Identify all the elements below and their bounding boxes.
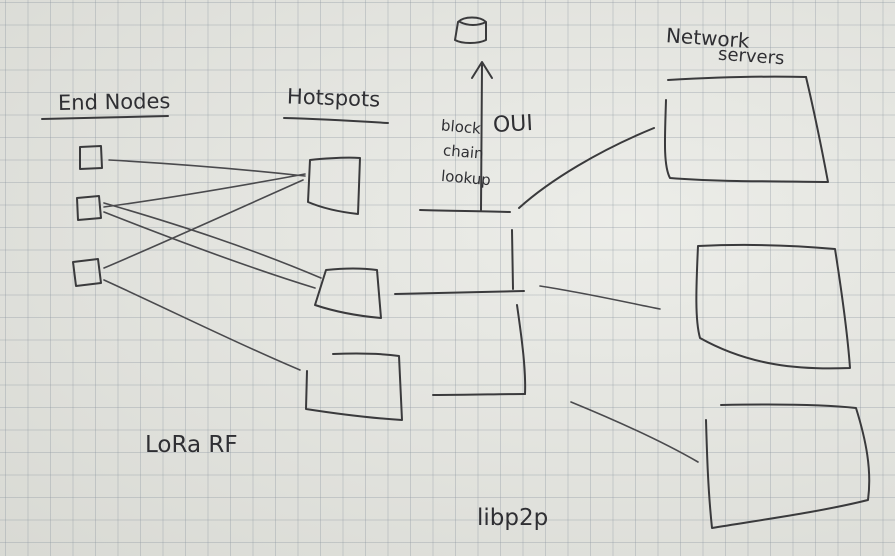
blockchain-lookup-label-line1: block <box>440 116 482 138</box>
rf-link-1 <box>108 159 306 177</box>
hub-vertical-upper <box>511 229 514 290</box>
lookup-baseline <box>419 209 511 213</box>
hub-to-server-2 <box>539 285 661 310</box>
end-nodes-label: End Nodes <box>57 89 171 115</box>
hub-to-hotspot-3 <box>432 393 526 396</box>
end-nodes-underline <box>41 115 169 120</box>
rf-link-6 <box>103 279 301 371</box>
blockchain-lookup-label-line3: lookup <box>440 166 492 190</box>
hub-to-oui-diagonal <box>518 127 655 209</box>
end-node-box-3 <box>72 258 102 287</box>
hub-vertical-lower <box>516 304 527 395</box>
hotspots-label: Hotspots <box>286 84 381 112</box>
hotspot-box-2 <box>314 267 382 319</box>
end-node-box-1 <box>79 145 103 170</box>
hub-to-server-3 <box>570 401 699 463</box>
rf-link-3 <box>103 202 322 279</box>
network-server-box-3 <box>705 403 871 529</box>
rf-link-5 <box>103 179 304 269</box>
hotspot-box-1 <box>307 156 361 215</box>
end-node-box-2 <box>76 195 102 221</box>
lookup-arrowhead <box>471 61 493 79</box>
network-server-box-2 <box>695 244 851 370</box>
hotspot-box-3 <box>305 352 403 421</box>
blockchain-database-icon <box>454 16 487 44</box>
hotspots-underline <box>283 117 389 124</box>
blockchain-lookup-label-line2: chain <box>442 141 485 163</box>
rf-link-2 <box>103 173 306 208</box>
lora-rf-label: LoRa RF <box>145 432 238 458</box>
rf-link-4 <box>103 211 316 289</box>
network-servers-top-line <box>667 75 807 81</box>
oui-label: OUI <box>492 110 534 139</box>
lookup-vertical-arrow <box>480 64 483 211</box>
network-servers-label-line2: servers <box>717 43 786 70</box>
libp2p-label: libp2p <box>477 505 549 531</box>
hub-to-hotspot-2 <box>394 290 525 295</box>
network-server-box-1 <box>663 76 829 183</box>
